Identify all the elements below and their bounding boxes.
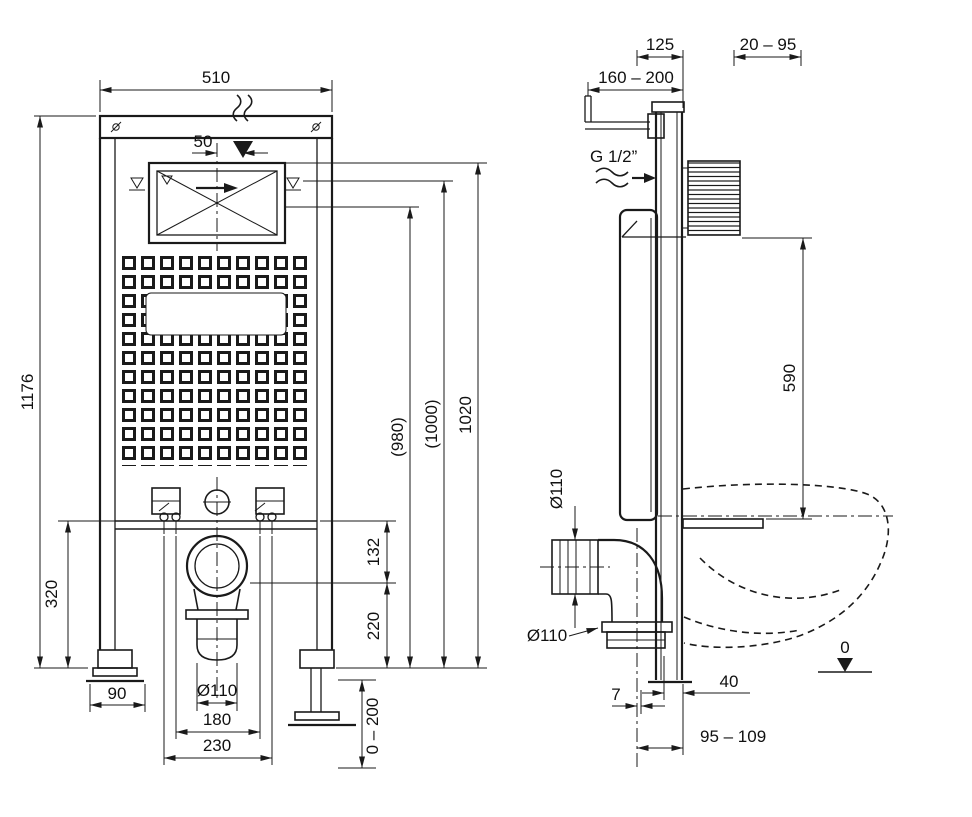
front-view: 50 (18, 68, 487, 769)
dim-range-95-109: 95 – 109 (700, 727, 766, 746)
dim-height-132: 132 (364, 538, 383, 566)
dim-diameter-110-socket: Ø110 (547, 469, 566, 509)
dim-height-1176: 1176 (18, 374, 37, 411)
front-lower-fittings (115, 477, 317, 700)
dim-offset-7: 7 (611, 685, 620, 704)
dimension-right-stack: 132 220 (980) (1000) 1020 (250, 162, 487, 669)
dim-wall-20-95: 20 – 95 (740, 35, 797, 54)
dim-offset-90: 90 (108, 684, 127, 703)
dimension-height-1176: 1176 (18, 115, 96, 669)
vent-symbol (232, 94, 253, 158)
dimension-top-stack: 160 – 200 125 20 – 95 (587, 35, 802, 108)
dimension-flush-offset: 50 (192, 132, 268, 156)
dim-height-590: 590 (780, 364, 799, 392)
toilet-bowl-outline (682, 483, 890, 649)
bowl-mounting-ledge (682, 518, 764, 529)
side-frame (648, 101, 692, 684)
front-frame (98, 114, 334, 650)
side-cistern (618, 208, 686, 522)
mounting-grid (122, 256, 310, 466)
dim-height-220: 220 (364, 612, 383, 640)
dim-depth-125: 125 (646, 35, 674, 54)
dim-diameter-110-front: Ø110 (197, 681, 237, 700)
drain-elbow (540, 528, 673, 770)
dim-depth-160-200: 160 – 200 (598, 68, 674, 87)
front-outlet (185, 534, 249, 661)
flush-plate-slot (145, 292, 287, 336)
dimension-bottom-side: 7 40 95 – 109 (611, 656, 766, 755)
dimension-height-590: 590 (742, 237, 812, 520)
wall-anchor (682, 160, 741, 236)
dim-width-510: 510 (202, 68, 230, 87)
elbow-diameter-label: Ø110 (527, 626, 599, 645)
water-connection-label: G 1/2” (590, 147, 656, 188)
side-view: 160 – 200 125 20 – 95 (527, 35, 893, 770)
dim-diameter-110-elbow: Ø110 (527, 626, 567, 645)
dimension-height-320: 320 (42, 520, 115, 668)
dim-height-980: (980) (388, 417, 407, 457)
dim-height-1020: 1020 (456, 396, 475, 434)
front-feet (86, 649, 356, 727)
dim-offset-40: 40 (720, 672, 739, 691)
dim-height-320: 320 (42, 580, 61, 608)
front-cistern (129, 161, 301, 245)
dim-spacing-230: 230 (203, 736, 231, 755)
label-water-connection: G 1/2” (590, 147, 638, 166)
floor-datum: 0 (818, 638, 872, 673)
dim-offset-50: 50 (194, 132, 213, 151)
dim-adjust-0-200: 0 – 200 (363, 698, 382, 755)
dim-spacing-180: 180 (203, 710, 231, 729)
water-supply-pipe (584, 95, 665, 139)
label-floor-datum: 0 (840, 638, 849, 657)
dimension-width-510: 510 (99, 68, 333, 112)
dimension-socket-diameter: Ø110 (547, 469, 578, 628)
dimension-bottom-stack: 90 Ø110 180 230 0 – 200 (89, 536, 382, 769)
dim-height-1000: (1000) (422, 399, 441, 448)
